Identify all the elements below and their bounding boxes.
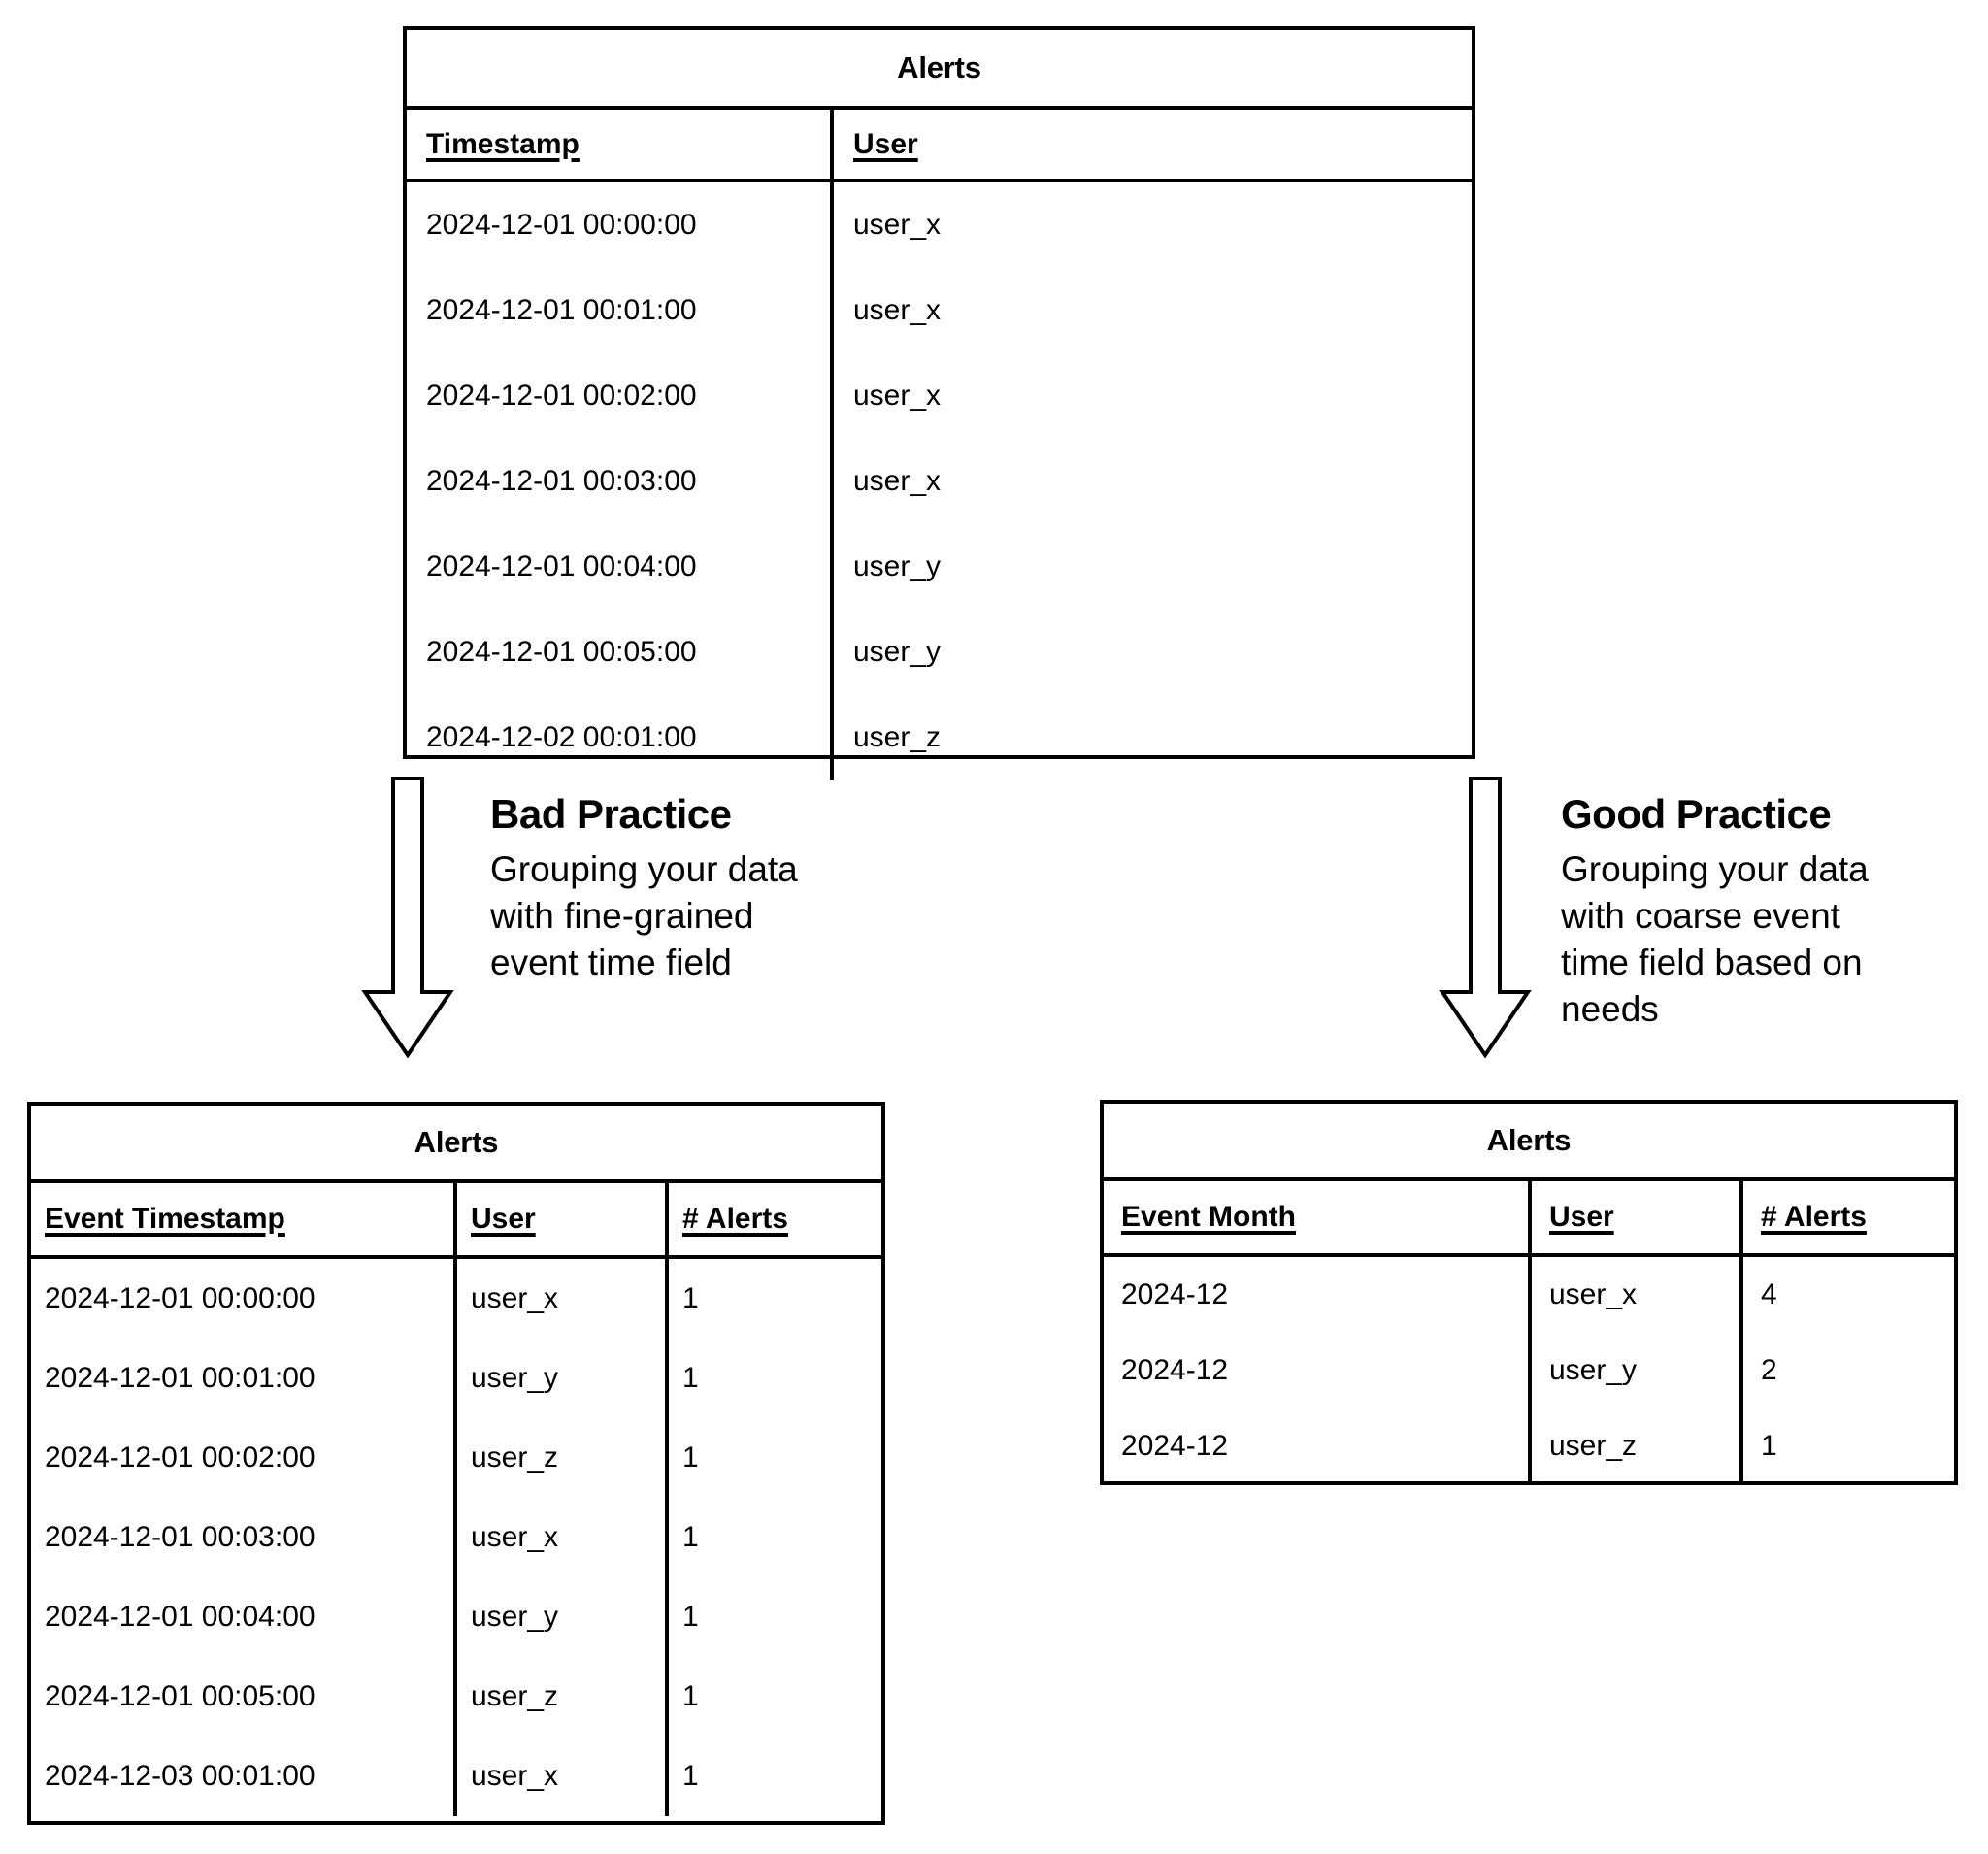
- table-cell: 1: [682, 1362, 699, 1394]
- table-cell: user_z: [457, 1657, 669, 1737]
- bad-practice-down-arrow-icon: [361, 777, 454, 1063]
- bad-header-user: User: [457, 1183, 669, 1255]
- good-practice-alerts-table: Alerts Event Month User # Alerts 2024-12…: [1100, 1100, 1958, 1485]
- table-cell: 2: [1761, 1354, 1777, 1386]
- table-cell: 2024-12-02 00:01:00: [407, 695, 834, 780]
- table-cell: 2024-12-01 00:05:00: [31, 1657, 457, 1737]
- table-cell: 1: [682, 1601, 699, 1633]
- bad-practice-title: Bad Practice: [490, 791, 732, 837]
- source-table-title: Alerts: [407, 30, 1472, 110]
- table-cell: user_x: [457, 1259, 669, 1339]
- bad-table-header-row: Event Timestamp User # Alerts: [31, 1183, 881, 1259]
- table-cell: 2024-12-01 00:03:00: [407, 439, 834, 524]
- source-table-header-row: Timestamp User: [407, 110, 1472, 182]
- table-cell: user_x: [457, 1498, 669, 1577]
- table-cell: user_x: [457, 1737, 669, 1816]
- table-cell: 1: [1761, 1430, 1777, 1462]
- good-table-body: 2024-12 user_x 4 2024-12 user_y 2 2024-1…: [1104, 1257, 1954, 1484]
- table-cell: 2024-12: [1104, 1333, 1532, 1408]
- table-cell: user_x: [853, 465, 942, 497]
- table-cell: user_y: [853, 550, 942, 582]
- good-header-num-alerts: # Alerts: [1761, 1201, 1867, 1233]
- good-table-header-row: Event Month User # Alerts: [1104, 1181, 1954, 1257]
- table-cell: 2024-12-01 00:05:00: [407, 610, 834, 695]
- table-cell: 1: [682, 1282, 699, 1314]
- table-cell: user_y: [1532, 1333, 1743, 1408]
- bad-header-num-alerts: # Alerts: [682, 1203, 788, 1235]
- table-cell: user_x: [853, 209, 942, 241]
- table-cell: 2024-12-01 00:01:00: [31, 1339, 457, 1418]
- good-header-event-month: Event Month: [1104, 1181, 1532, 1253]
- good-practice-note: Good Practice Grouping your data with co…: [1561, 794, 1959, 1033]
- table-cell: user_z: [853, 721, 942, 753]
- source-table-body: 2024-12-01 00:00:00 user_x 2024-12-01 00…: [407, 182, 1472, 780]
- table-cell: user_x: [853, 294, 942, 326]
- table-cell: 1: [682, 1760, 699, 1792]
- good-header-user: User: [1532, 1181, 1743, 1253]
- table-cell: 2024-12-01 00:01:00: [407, 268, 834, 353]
- table-cell: user_y: [853, 636, 942, 668]
- bad-table-body: 2024-12-01 00:00:00 user_x 1 2024-12-01 …: [31, 1259, 881, 1816]
- bad-practice-alerts-table: Alerts Event Timestamp User # Alerts 202…: [27, 1102, 885, 1825]
- table-cell: 2024-12-03 00:01:00: [31, 1737, 457, 1816]
- good-table-title: Alerts: [1104, 1104, 1954, 1181]
- table-cell: user_x: [1532, 1257, 1743, 1333]
- table-cell: 2024-12-01 00:00:00: [31, 1259, 457, 1339]
- bad-practice-note: Bad Practice Grouping your data with fin…: [490, 794, 878, 986]
- source-header-user: User: [853, 127, 918, 160]
- bad-table-title: Alerts: [31, 1106, 881, 1183]
- good-practice-down-arrow-icon: [1439, 777, 1532, 1063]
- table-cell: 1: [682, 1680, 699, 1712]
- good-practice-description: Grouping your data with coarse event tim…: [1561, 849, 1869, 1030]
- bad-practice-description: Grouping your data with fine-grained eve…: [490, 849, 798, 983]
- table-cell: 1: [682, 1521, 699, 1553]
- table-cell: 2024-12-01 00:00:00: [407, 182, 834, 268]
- source-header-timestamp: Timestamp: [407, 110, 834, 179]
- table-cell: 1: [682, 1441, 699, 1473]
- table-cell: 2024-12-01 00:03:00: [31, 1498, 457, 1577]
- bad-header-event-timestamp: Event Timestamp: [31, 1183, 457, 1255]
- source-alerts-table: Alerts Timestamp User 2024-12-01 00:00:0…: [403, 26, 1475, 780]
- table-cell: 2024-12-01 00:02:00: [31, 1418, 457, 1498]
- table-cell: user_y: [457, 1577, 669, 1657]
- table-cell: user_z: [1532, 1408, 1743, 1484]
- table-cell: user_x: [853, 380, 942, 412]
- good-practice-title: Good Practice: [1561, 791, 1832, 837]
- table-cell: user_z: [457, 1418, 669, 1498]
- table-cell: 2024-12: [1104, 1257, 1532, 1333]
- table-cell: user_y: [457, 1339, 669, 1418]
- table-cell: 4: [1761, 1278, 1777, 1310]
- table-cell: 2024-12-01 00:04:00: [407, 524, 834, 610]
- table-cell: 2024-12: [1104, 1408, 1532, 1484]
- table-cell: 2024-12-01 00:02:00: [407, 353, 834, 439]
- table-cell: 2024-12-01 00:04:00: [31, 1577, 457, 1657]
